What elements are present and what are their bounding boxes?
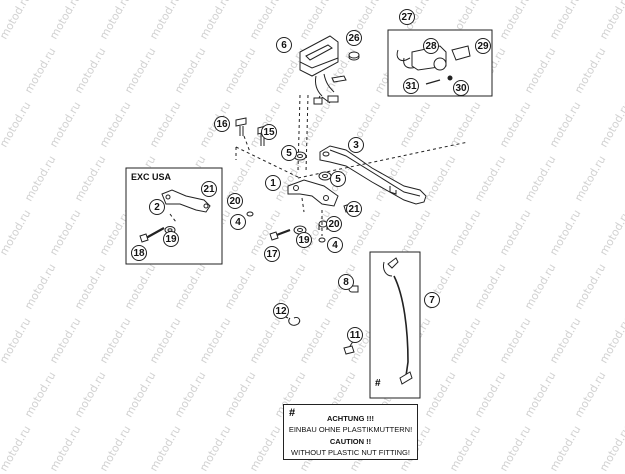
callout-12: 12	[273, 303, 289, 319]
callout-20b: 20	[326, 216, 342, 232]
note-symbol: #	[289, 407, 296, 419]
callout-4b: 4	[327, 237, 343, 253]
note-line-3: CAUTION !!	[329, 437, 372, 446]
callout-21a: 21	[346, 201, 362, 217]
callout-21b: 21	[201, 181, 217, 197]
callout-16: 16	[214, 116, 230, 132]
note-line-2: EINBAU OHNE PLASTIKMUTTERN!	[288, 425, 413, 434]
callout-1: 1	[265, 175, 281, 191]
callout-3: 3	[348, 137, 364, 153]
callout-20a: 20	[227, 193, 243, 209]
callout-19a: 19	[296, 232, 312, 248]
note-line-4: WITHOUT PLASTIC NUT FITTING!	[291, 448, 410, 457]
callout-11: 11	[347, 327, 363, 343]
inset-label: EXC USA	[131, 172, 172, 182]
bracket-1	[287, 179, 339, 213]
callout-29: 29	[475, 38, 491, 54]
speedometer-unit	[299, 35, 347, 105]
callout-30: 30	[453, 80, 469, 96]
callout-28: 28	[423, 38, 439, 54]
callout-31: 31	[403, 78, 419, 94]
callout-15: 15	[261, 124, 277, 140]
bracket-3	[319, 145, 427, 205]
callout-7: 7	[424, 292, 440, 308]
callout-8: 8	[338, 274, 354, 290]
callout-6: 6	[276, 37, 292, 53]
hash-mark: #	[375, 378, 381, 389]
callout-5b: 5	[330, 171, 346, 187]
callout-4a: 4	[230, 214, 246, 230]
callout-17: 17	[264, 246, 280, 262]
callout-18: 18	[131, 245, 147, 261]
callout-19b: 19	[163, 231, 179, 247]
callout-2: 2	[149, 199, 165, 215]
caution-note: # ACHTUNG !!! EINBAU OHNE PLASTIKMUTTERN…	[283, 404, 418, 460]
callout-27: 27	[399, 9, 415, 25]
note-line-1: ACHTUNG !!!	[326, 414, 375, 423]
callout-5a: 5	[281, 145, 297, 161]
callout-26: 26	[346, 30, 362, 46]
